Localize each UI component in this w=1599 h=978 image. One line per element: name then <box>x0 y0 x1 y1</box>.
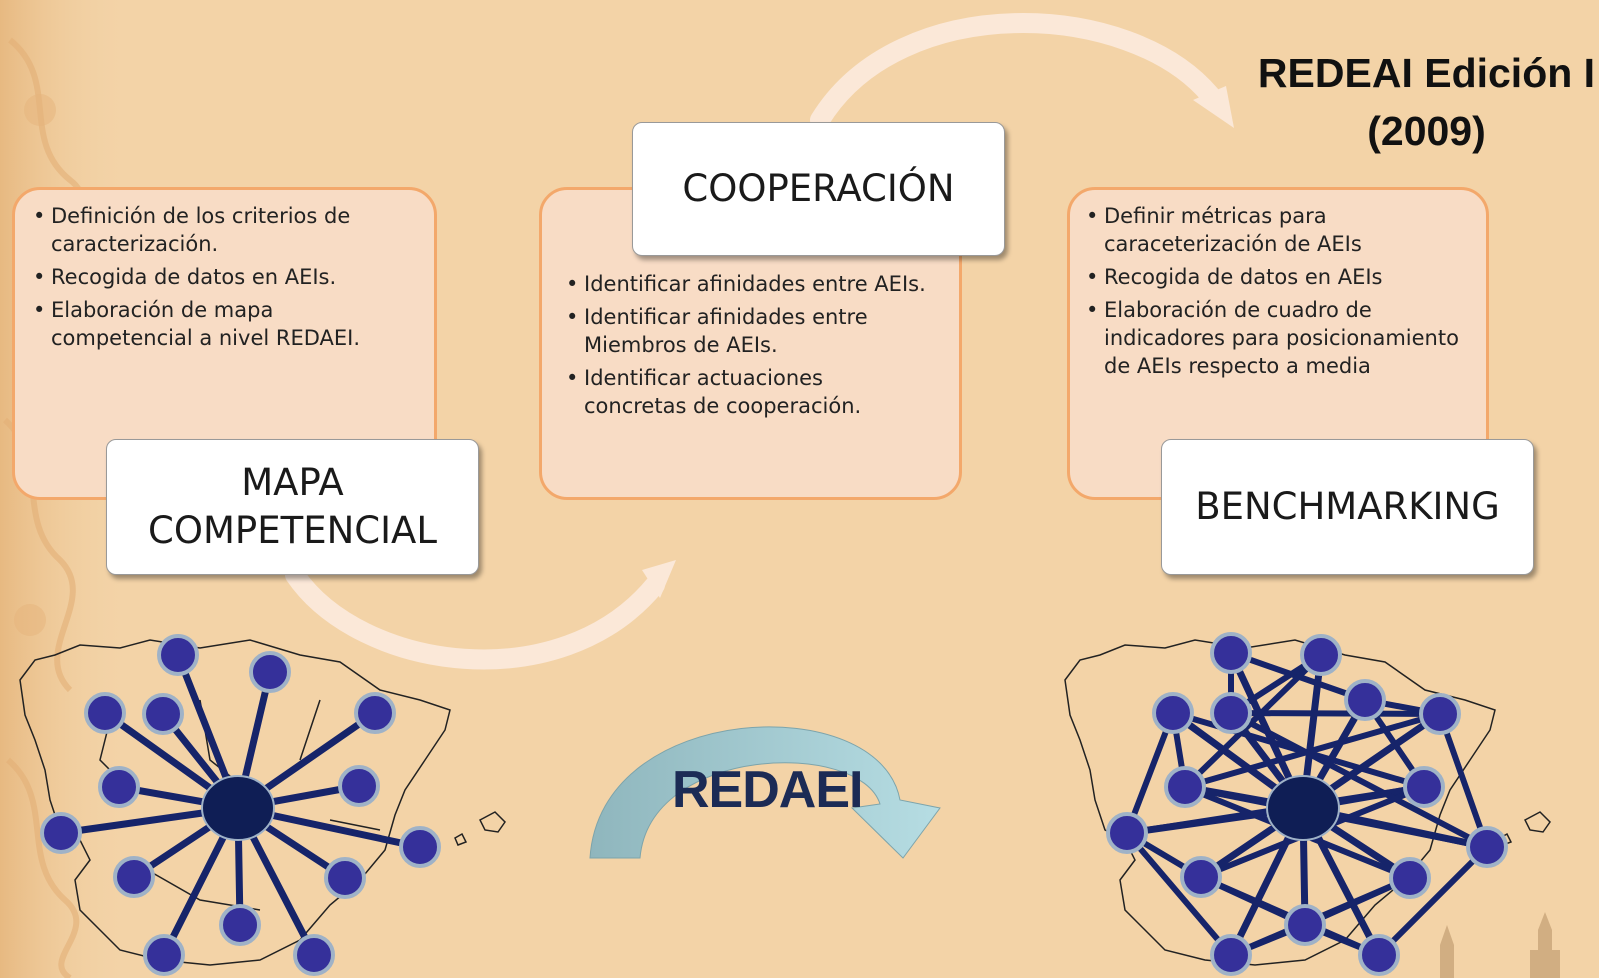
network-node <box>1164 766 1206 808</box>
network-node <box>1284 904 1326 946</box>
network-node <box>1210 934 1252 976</box>
edition-title-line1: REDEAI Edición I <box>1257 50 1596 96</box>
bullet-item: Elaboración de mapa competencial a nivel… <box>33 296 416 352</box>
network-node <box>399 826 441 868</box>
network-node <box>324 857 366 899</box>
network-link <box>1124 710 1176 836</box>
network-node <box>1403 766 1445 808</box>
phase-bullets-mapa: Definición de los criterios de caracteri… <box>33 202 416 352</box>
network-node <box>1210 632 1252 674</box>
network-node <box>1358 934 1400 976</box>
redaei-center-label: REDAEI <box>672 761 863 819</box>
building-silhouettes <box>1440 912 1560 978</box>
network-node <box>1389 857 1431 899</box>
phase-label-benchmarking: BENCHMARKING <box>1161 439 1534 575</box>
phase-label-line: COOPERACIÓN <box>682 167 955 210</box>
bullet-item: Identificar actuaciones concretas de coo… <box>566 364 929 420</box>
network-hub <box>1266 775 1340 841</box>
network-link <box>1182 652 1324 790</box>
cycle-arrow-top <box>810 13 1234 130</box>
network-node <box>1466 826 1508 868</box>
edition-title: REDEAI Edición I (2009) <box>1254 44 1599 160</box>
phase-bullets-benchmarking: Definir métricas para caraceterización d… <box>1086 202 1466 380</box>
network-node <box>249 651 291 693</box>
network-link <box>1182 711 1443 790</box>
bullet-item: Definición de los criterios de caracteri… <box>33 202 416 258</box>
bullet-item: Identificar afinidades entre AEIs. <box>566 270 929 298</box>
phase-label-line: BENCHMARKING <box>1195 485 1500 528</box>
redaei-arrow <box>589 726 941 859</box>
bullet-item: Definir métricas para caraceterización d… <box>1086 202 1466 258</box>
bullet-item: Recogida de datos en AEIs <box>1086 263 1466 291</box>
network-link <box>1228 710 1490 850</box>
edition-title-line2: (2009) <box>1367 108 1486 154</box>
bullet-item: Recogida de datos en AEIs. <box>33 263 416 291</box>
network-node <box>1180 856 1222 898</box>
network-node <box>1152 692 1194 734</box>
phase-label-cooperacion: COOPERACIÓN <box>632 122 1005 256</box>
network-node <box>1210 692 1252 734</box>
network-node <box>338 765 380 807</box>
bullet-item: Elaboración de cuadro de indicadores par… <box>1086 296 1466 380</box>
phase-label-line: COMPETENCIAL <box>148 509 437 552</box>
network-node <box>84 692 126 734</box>
network-hub <box>201 775 275 841</box>
network-node <box>219 904 261 946</box>
phase-label-mapa-competencial: MAPA COMPETENCIAL <box>106 439 479 575</box>
cycle-arrow-bottom <box>285 560 676 670</box>
network-node <box>113 856 155 898</box>
network-node <box>1344 679 1386 721</box>
phase-bullets-cooperacion: Identificar afinidades entre AEIs. Ident… <box>566 270 929 420</box>
network-node <box>1419 693 1461 735</box>
network-link <box>1376 844 1490 958</box>
network-node <box>98 766 140 808</box>
network-node <box>354 692 396 734</box>
network-link <box>1228 710 1443 717</box>
network-node <box>142 693 184 735</box>
network-node <box>40 812 82 854</box>
phase-box-benchmarking: Definir métricas para caraceterización d… <box>1067 187 1489 500</box>
network-node <box>157 634 199 676</box>
mesh-network-nodes <box>1106 632 1508 976</box>
network-node <box>293 934 335 976</box>
network-node <box>1300 634 1342 676</box>
network-node <box>143 934 185 976</box>
network-link <box>1437 711 1490 850</box>
phase-label-line: MAPA <box>241 461 344 504</box>
network-link <box>1124 830 1234 958</box>
bullet-item: Identificar afinidades entre Miembros de… <box>566 303 929 359</box>
network-node <box>1106 812 1148 854</box>
star-network-nodes <box>40 634 441 976</box>
